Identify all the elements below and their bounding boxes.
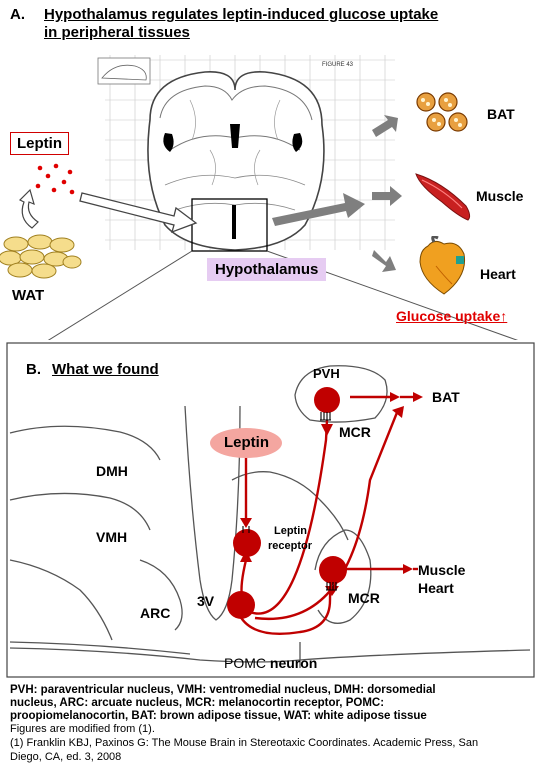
heart-label-b: Heart (418, 580, 454, 596)
caption-line3: proopiomelanocortin, BAT: brown adipose … (10, 710, 427, 722)
vmh-label: VMH (96, 529, 128, 545)
leptin-receptor-label-2: receptor (268, 540, 313, 552)
heart-label-a: Heart (480, 266, 516, 282)
panel-a-label: A. (10, 6, 25, 23)
third-ventricle-label: 3V (197, 593, 215, 609)
panel-a-title-line2: in peripheral tissues (44, 24, 190, 41)
leptin-receptor-label-1: Leptin (274, 525, 307, 537)
panel-b-label: B. (26, 361, 41, 378)
arrow-to-muscle (372, 186, 402, 206)
arrow-to-heart (372, 250, 396, 272)
bat-label-b: BAT (432, 389, 460, 405)
panel-b-frame (6, 342, 535, 678)
dmh-label: DMH (96, 463, 128, 479)
caption-line6: Diego, CA, ed. 3, 2008 (10, 751, 122, 763)
caption-line1: PVH: paraventricular nucleus, VMH: ventr… (10, 684, 436, 696)
muscle-label-a: Muscle (476, 188, 524, 204)
panel-a-title-line1: Hypothalamus regulates leptin-induced gl… (44, 6, 439, 23)
leptin-pill (210, 428, 282, 458)
pathway-arrowheads (240, 392, 423, 596)
hypothalamus-output-arrow (272, 193, 365, 226)
hypothalamus-outline (9, 365, 531, 668)
wat-adipocytes-icon (0, 234, 82, 279)
wat-secretion-arrow (18, 188, 39, 229)
pomc-neuron-cells (227, 387, 347, 619)
panel-b-title: What we found (52, 361, 159, 378)
brain-atlas-figure: FIGURE 43 (47, 55, 519, 340)
hypothalamus-label: Hypothalamus (207, 258, 327, 281)
arc-label: ARC (140, 605, 171, 621)
muscle-icon (415, 173, 471, 221)
caption-line2: nucleus, ARC: arcuate nucleus, MCR: mela… (10, 697, 385, 709)
muscle-label-b: Muscle (418, 562, 466, 578)
zoom-line-left (47, 250, 193, 340)
caption-line4: Figures are modified from (1). (10, 723, 155, 735)
panel-b-diagram (6, 342, 535, 678)
pvh-label: PVH (313, 366, 340, 381)
arrow-to-bat (372, 115, 398, 137)
leptin-label-box: Leptin (10, 132, 69, 155)
pomc-neuron-label: POMC neuron (224, 655, 317, 671)
leptin-to-hypothalamus-arrow (79, 192, 198, 234)
glucose-uptake-label: Glucose uptake↑ (396, 308, 508, 324)
caption-line5: (1) Franklin KBJ, Paxinos G: The Mouse B… (10, 737, 479, 749)
receptor-glyphs (242, 412, 337, 591)
leptin-dots (35, 163, 75, 195)
leptin-label-b: Leptin (224, 434, 269, 451)
mcr-label-top: MCR (339, 424, 371, 440)
figure-ref: FIGURE 43 (322, 62, 354, 68)
bat-label-a: BAT (487, 106, 515, 122)
bat-cells-icon (416, 92, 468, 132)
mcr-label-bottom: MCR (348, 590, 380, 606)
wat-label: WAT (12, 287, 45, 304)
pomc-label: POMC (224, 655, 266, 671)
neuron-label: neuron (269, 655, 318, 671)
heart-icon (419, 236, 466, 295)
